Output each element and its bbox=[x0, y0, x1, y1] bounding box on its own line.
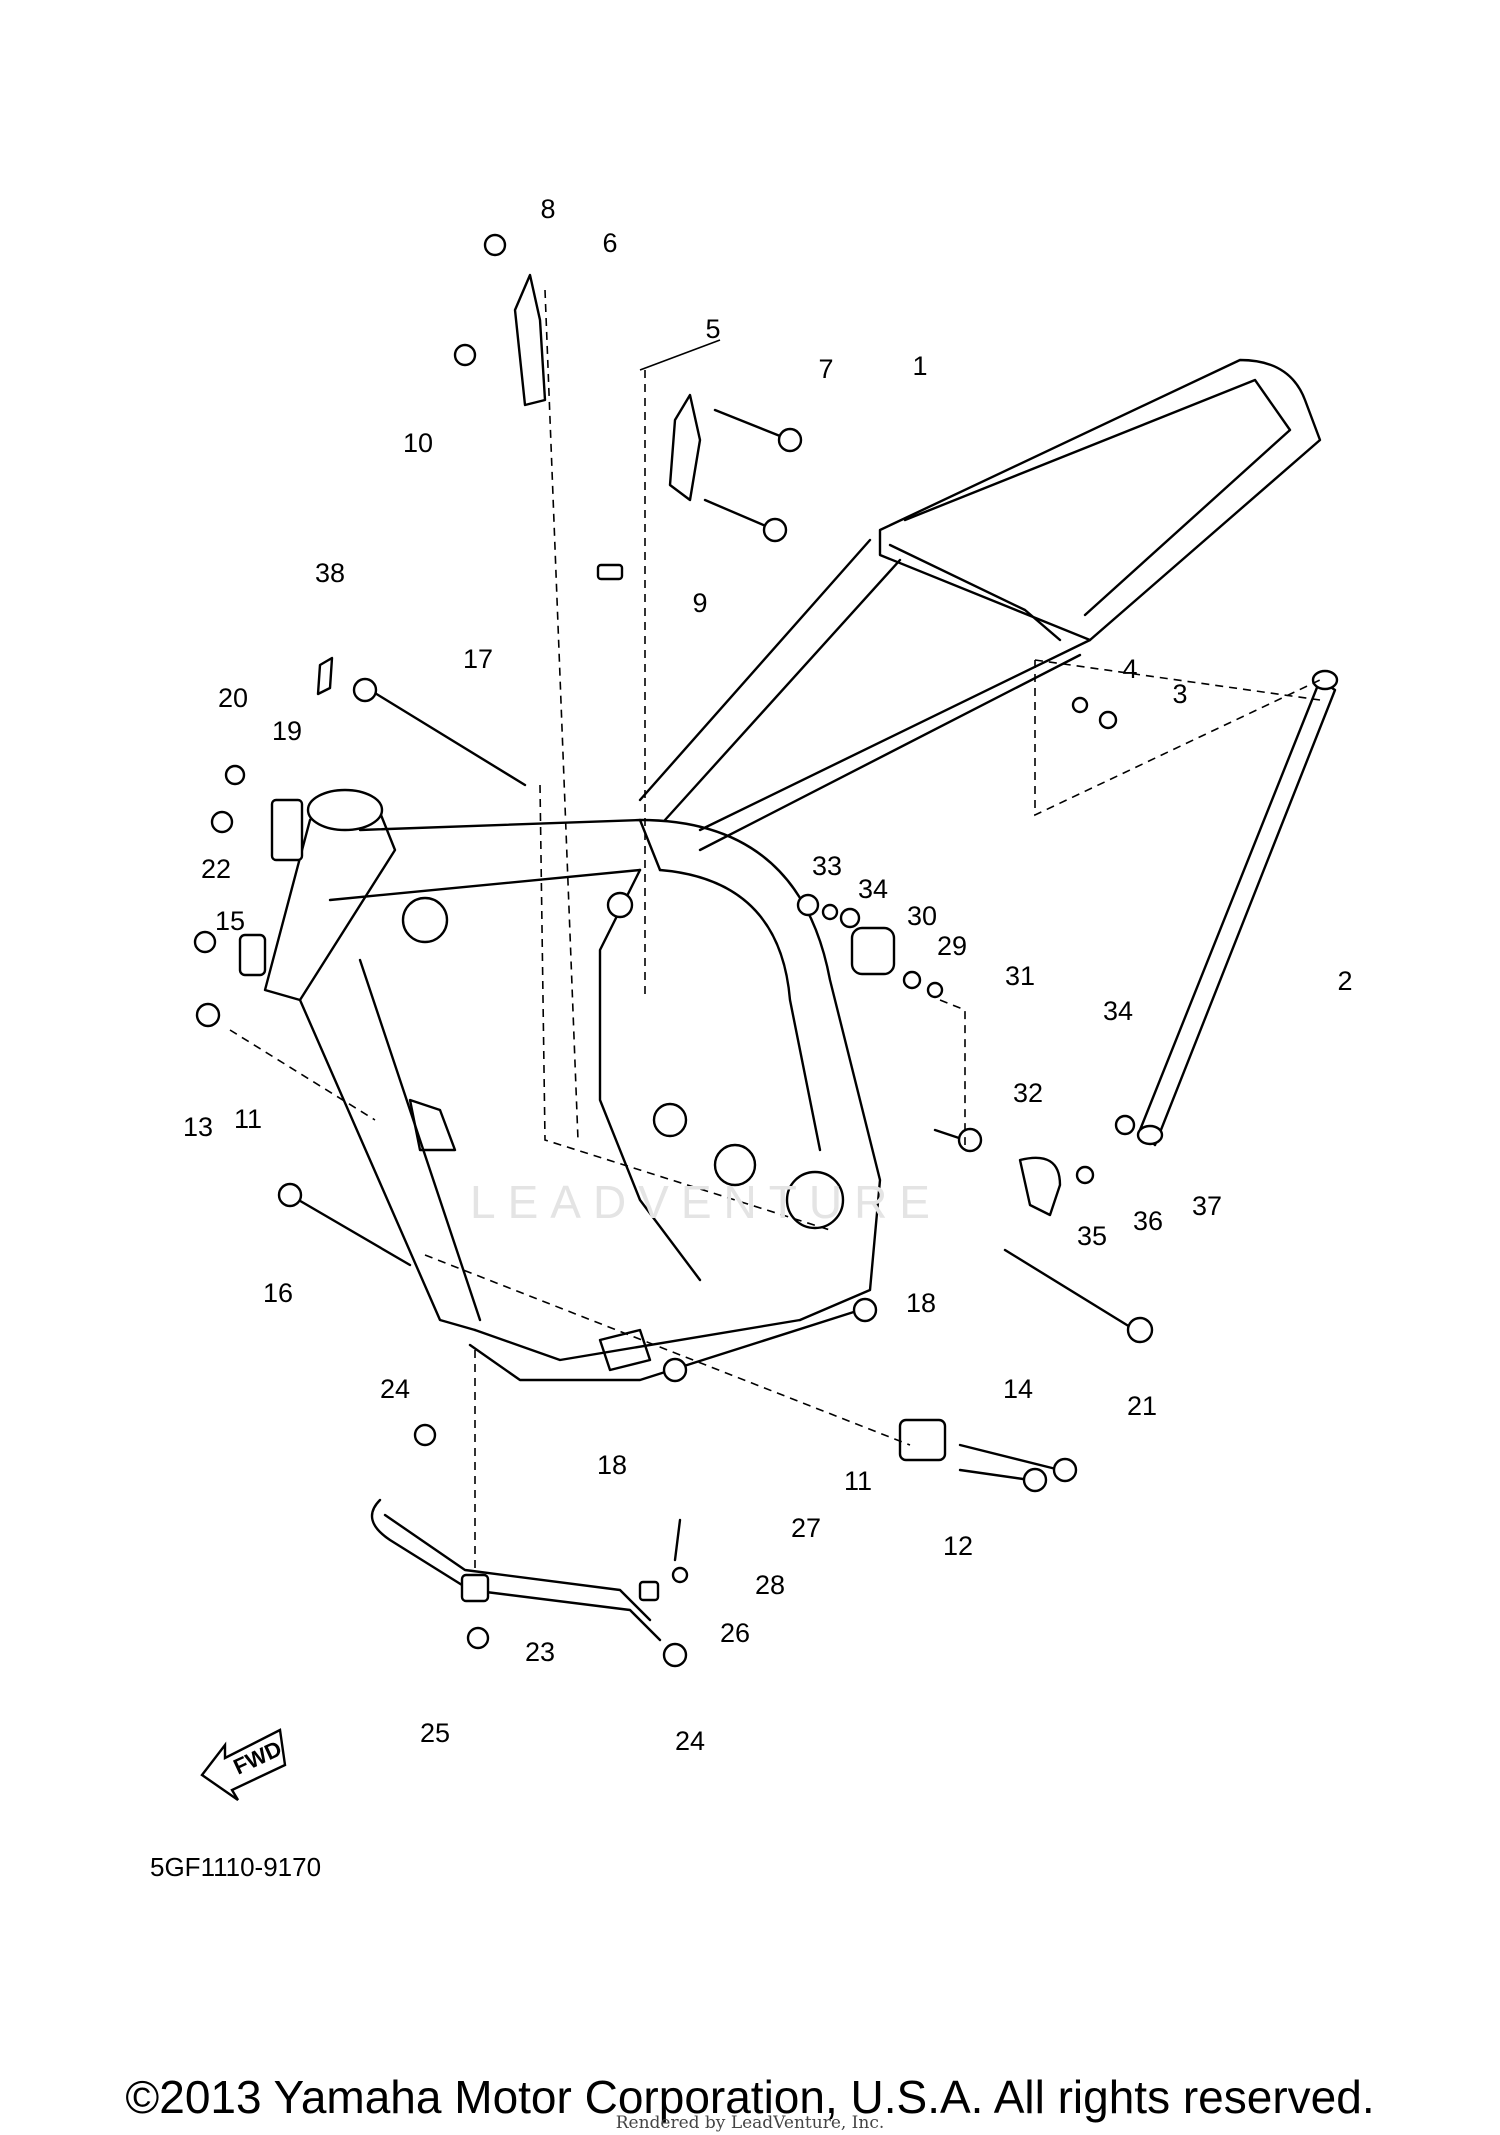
part-callout-36: 36 bbox=[1133, 1206, 1163, 1236]
part-callout-30: 30 bbox=[907, 901, 937, 931]
part-callout-18: 18 bbox=[906, 1288, 936, 1318]
part-callout-27: 27 bbox=[791, 1513, 821, 1543]
part-callout-2: 2 bbox=[1337, 966, 1352, 996]
part-callout-19: 19 bbox=[272, 716, 302, 746]
part-callout-24: 24 bbox=[380, 1374, 410, 1404]
watermark: LEADVENTURE bbox=[470, 1176, 942, 1228]
part-callout-29: 29 bbox=[937, 931, 967, 961]
pivot-boss bbox=[785, 1170, 845, 1230]
part-callout-5: 5 bbox=[705, 314, 720, 344]
rendered-by-credit: Rendered by LeadVenture, Inc. bbox=[615, 2113, 885, 2133]
part-callout-9: 9 bbox=[692, 588, 707, 618]
part-callout-34: 34 bbox=[858, 874, 888, 904]
part-callout-14: 14 bbox=[1003, 1374, 1033, 1404]
part-callout-35: 35 bbox=[1077, 1221, 1107, 1251]
part-callout-13: 13 bbox=[183, 1112, 213, 1142]
part-callout-38: 38 bbox=[315, 558, 345, 588]
part-code: 5GF1110-9170 bbox=[150, 1852, 322, 1882]
part-callout-20: 20 bbox=[218, 683, 248, 713]
part-callout-37: 37 bbox=[1192, 1191, 1222, 1221]
frame-drawing: FWD bbox=[193, 233, 1339, 1801]
part-callout-10: 10 bbox=[403, 428, 433, 458]
callout-layer: 1234567891011111213141516171818192021222… bbox=[183, 194, 1353, 1756]
part-callout-17: 17 bbox=[463, 644, 493, 674]
part-callout-26: 26 bbox=[720, 1618, 750, 1648]
part-callout-6: 6 bbox=[602, 228, 617, 258]
part-callout-11: 11 bbox=[234, 1104, 262, 1134]
part-callout-11: 11 bbox=[844, 1466, 872, 1496]
part-callout-28: 28 bbox=[755, 1570, 785, 1600]
part-callout-24: 24 bbox=[675, 1726, 705, 1756]
head-pipe-top bbox=[306, 788, 384, 832]
part-callout-33: 33 bbox=[812, 851, 842, 881]
part-callout-32: 32 bbox=[1013, 1078, 1043, 1108]
part-callout-21: 21 bbox=[1127, 1391, 1157, 1421]
part-callout-34: 34 bbox=[1103, 996, 1133, 1026]
part-callout-16: 16 bbox=[263, 1278, 293, 1308]
part-callout-15: 15 bbox=[215, 906, 245, 936]
part-callout-23: 23 bbox=[525, 1637, 555, 1667]
part-callout-18: 18 bbox=[597, 1450, 627, 1480]
part-callout-25: 25 bbox=[420, 1718, 450, 1748]
part-callout-31: 31 bbox=[1005, 961, 1035, 991]
copyright-notice: ©2013 Yamaha Motor Corporation, U.S.A. A… bbox=[125, 2071, 1375, 2123]
part-callout-3: 3 bbox=[1172, 679, 1187, 709]
part-callout-12: 12 bbox=[943, 1531, 973, 1561]
part-callout-22: 22 bbox=[201, 854, 231, 884]
part-callout-4: 4 bbox=[1122, 654, 1137, 684]
fwd-arrow-icon bbox=[200, 1728, 287, 1801]
part-callout-8: 8 bbox=[540, 194, 555, 224]
part-callout-7: 7 bbox=[818, 354, 833, 384]
part-callout-1: 1 bbox=[912, 351, 927, 381]
